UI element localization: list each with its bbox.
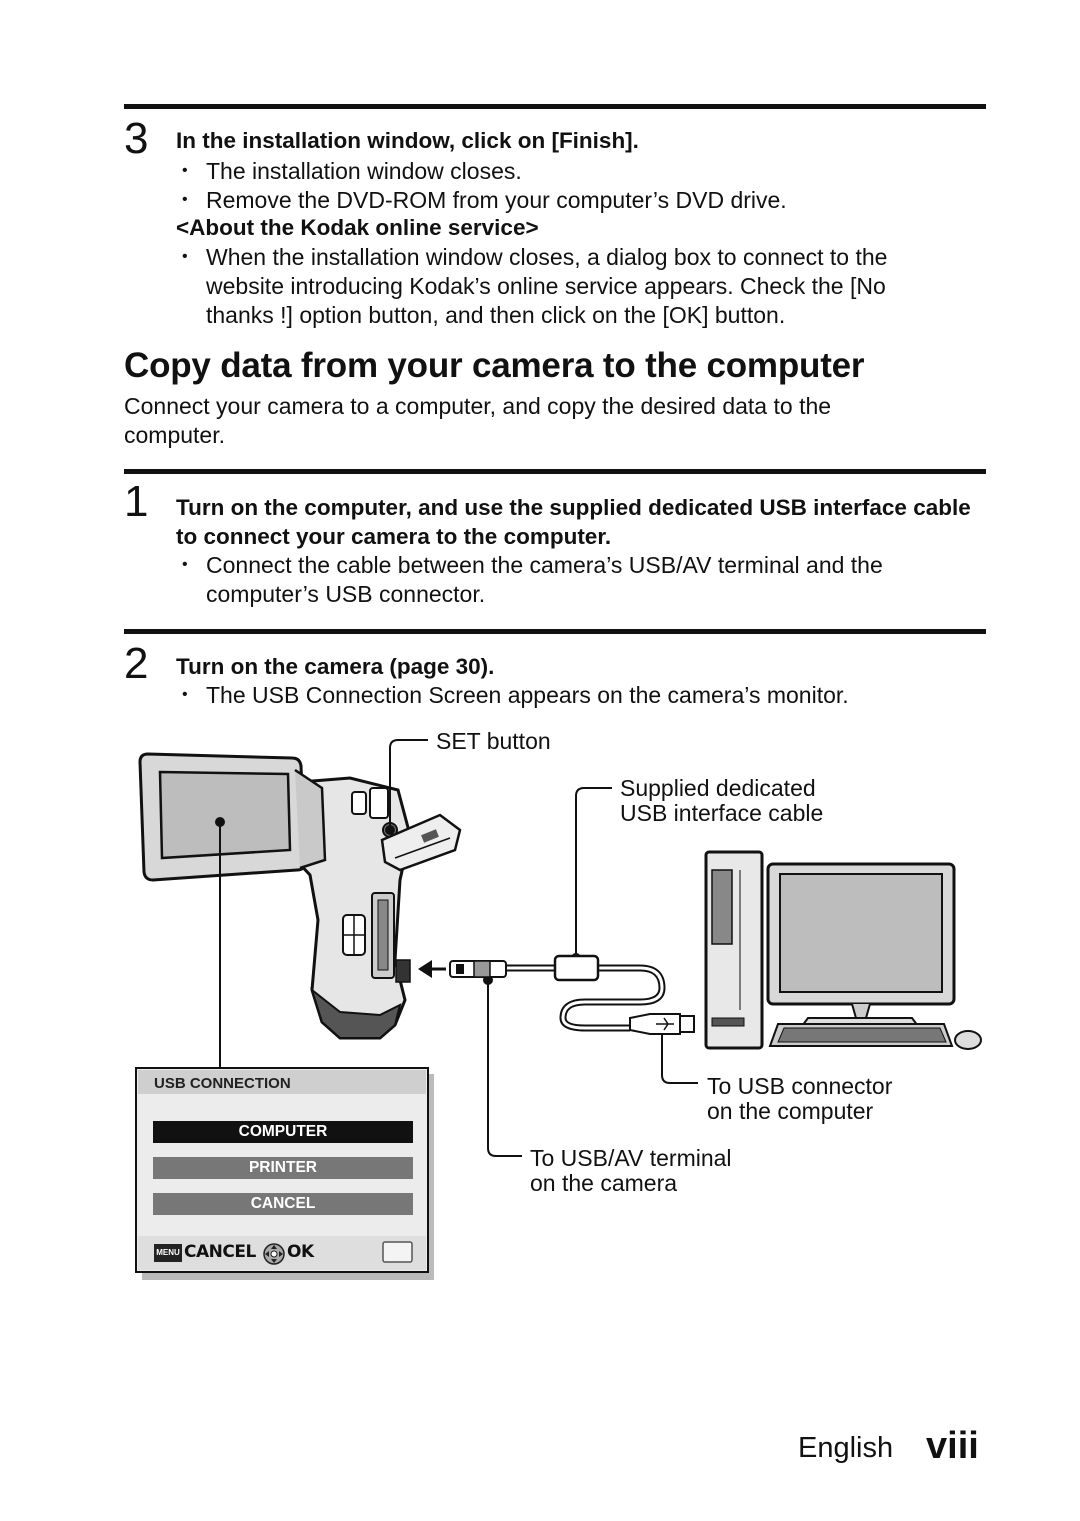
section-rule-step3 <box>124 104 986 109</box>
usbav-terminal-label-line1: To USB/AV terminal <box>530 1145 732 1171</box>
page-number: viii <box>926 1425 979 1467</box>
step-number: 2 <box>124 639 149 688</box>
page-title: Copy data from your camera to the comput… <box>124 346 865 385</box>
lcd-footer-ok: OK <box>287 1242 314 1262</box>
usb-cable <box>418 954 695 1035</box>
step-heading: Turn on the computer, and use the suppli… <box>176 495 971 549</box>
subheading: <About the Kodak online service> <box>176 215 539 240</box>
step-number: 1 <box>124 477 149 526</box>
bullet-item: The USB Connection Screen appears on the… <box>180 680 970 710</box>
camera-lcd-panel <box>138 752 327 882</box>
lcd-option-computer: COMPUTER <box>153 1121 413 1143</box>
lcd-option-printer: PRINTER <box>153 1157 413 1179</box>
usbav-terminal-label-line2: on the camera <box>530 1170 678 1196</box>
lcd-option-cancel: CANCEL <box>153 1193 413 1215</box>
section-intro: Connect your camera to a computer, and c… <box>124 393 832 448</box>
step-heading: In the installation window, click on [Fi… <box>176 128 639 153</box>
cable-label-line2: USB interface cable <box>620 800 824 826</box>
lcd-title: USB CONNECTION <box>154 1075 291 1092</box>
section-rule-step2 <box>124 629 986 634</box>
bullet-item: Remove the DVD-ROM from your computer’s … <box>180 185 970 215</box>
computer-tower-illustration <box>704 850 764 1050</box>
bullet-item: When the installation window closes, a d… <box>180 242 955 330</box>
usb-connector-label-line2: on the computer <box>707 1098 874 1124</box>
mouse-illustration <box>954 1030 982 1050</box>
keyboard-illustration <box>768 1023 954 1047</box>
lcd-footer-cancel: CANCEL <box>184 1242 256 1262</box>
dpad-icon <box>263 1243 285 1265</box>
bullet-item: The installation window closes. <box>180 156 970 186</box>
step-heading: Turn on the camera (page 30). <box>176 654 495 679</box>
bullet-item: Connect the cable between the camera’s U… <box>180 550 970 609</box>
cable-label-line1: Supplied dedicated <box>620 775 816 801</box>
set-button-label: SET button <box>436 728 551 754</box>
step-number: 3 <box>124 114 149 163</box>
section-rule-step1 <box>124 469 986 474</box>
menu-key-icon: MENU <box>154 1244 182 1262</box>
footer-language: English <box>798 1432 894 1464</box>
monitor-illustration <box>766 862 956 1027</box>
usb-connector-label-line1: To USB connector <box>707 1073 893 1099</box>
